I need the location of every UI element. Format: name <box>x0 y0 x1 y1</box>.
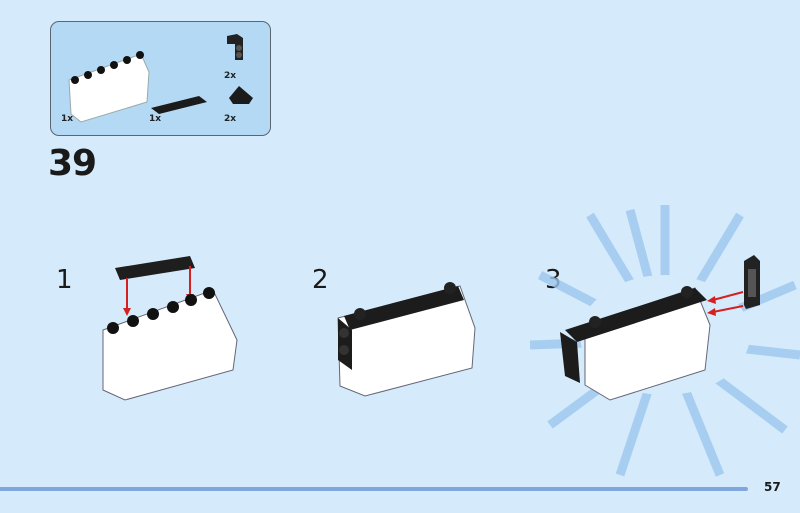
bracket-part-icon <box>227 34 243 60</box>
slope-part-icon <box>229 86 253 104</box>
parts-list-box: 1x 1x 2x 2x <box>50 21 271 136</box>
substep-1-illustration <box>102 256 238 401</box>
quantity-label: 2x <box>224 71 237 81</box>
substep-number: 2 <box>312 265 329 295</box>
quantity-label: 2x <box>224 114 237 124</box>
page-number: 57 <box>764 480 781 494</box>
substep-2-illustration <box>337 282 476 397</box>
substep-3-illustration <box>560 286 744 401</box>
step-number: 39 <box>48 143 97 184</box>
tile-part-icon <box>151 96 207 114</box>
bracket-part-icon <box>744 255 760 309</box>
quantity-label: 1x <box>149 114 162 124</box>
quantity-label: 1x <box>61 114 74 124</box>
page-footer-bar <box>0 487 748 491</box>
windscreen-part-icon <box>68 51 150 123</box>
substep-number: 1 <box>56 265 73 295</box>
